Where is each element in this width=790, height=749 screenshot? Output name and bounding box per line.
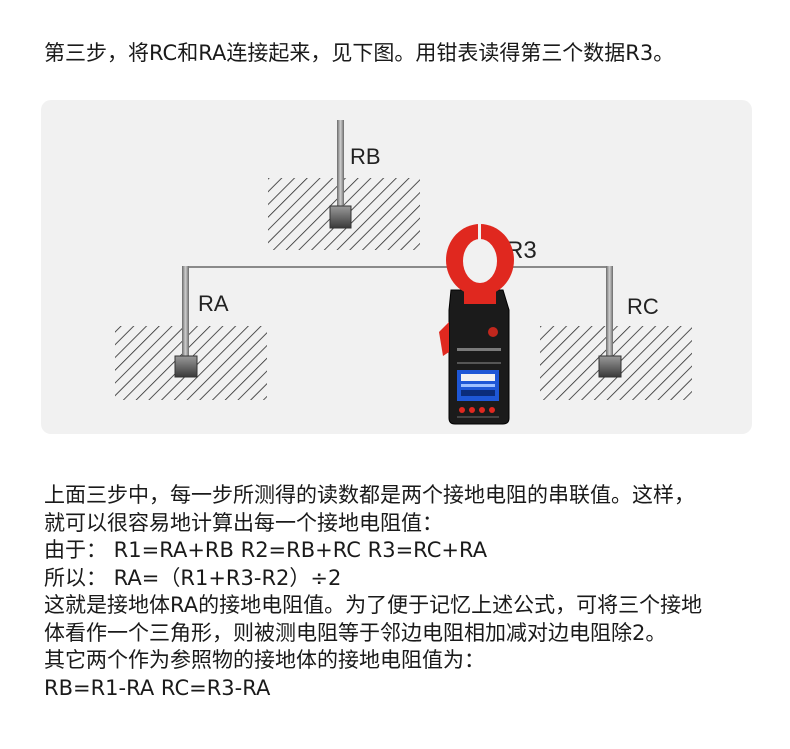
explanation-line: 这就是接地体RA的接地电阻值。为了便于记忆上述公式，可将三个接地 bbox=[44, 593, 703, 617]
explanation-line: RB=R1-RA RC=R3-RA bbox=[44, 675, 271, 700]
label-rc: RC bbox=[627, 294, 659, 319]
explanation-line: 其它两个作为参照物的接地体的接地电阻值为： bbox=[44, 648, 485, 672]
label-ra: RA bbox=[198, 291, 229, 316]
clamp-jaw bbox=[446, 224, 514, 304]
electrode-rc-rod bbox=[606, 266, 613, 358]
grounding-diagram: RB RA RC R3 bbox=[115, 120, 692, 425]
electrode-rc-plate bbox=[598, 355, 622, 378]
clamp-meter bbox=[439, 224, 514, 425]
explanation-line: 所以： RA=（R1+R3-R2）÷2 bbox=[44, 565, 342, 590]
explanation-line: 上面三步中，每一步所测得的读数都是两个接地电阻的串联值。这样， bbox=[44, 483, 695, 507]
electrode-ra-plate bbox=[174, 355, 198, 378]
explanation-line: 就可以很容易地计算出每一个接地电阻值： bbox=[44, 510, 443, 535]
electrode-rb-rod bbox=[337, 120, 344, 210]
electrode-rb-plate bbox=[329, 205, 352, 229]
step-heading: 第三步，将RC和RA连接起来，见下图。用钳表读得第三个数据R3。 bbox=[44, 41, 675, 65]
explanation-line: 体看作一个三角形，则被测电阻等于邻边电阻相加减对边电阻除2。 bbox=[44, 620, 667, 645]
label-rb: RB bbox=[350, 144, 381, 169]
explanation-text: 上面三步中，每一步所测得的读数都是两个接地电阻的串联值。这样， 就可以很容易地计… bbox=[44, 482, 764, 702]
diagram-panel: RB RA RC R3 bbox=[41, 100, 752, 434]
explanation-line: 由于： R1=RA+RB R2=RB+RC R3=RC+RA bbox=[44, 538, 488, 562]
hold-button bbox=[488, 327, 498, 337]
electrode-ra-rod bbox=[182, 266, 189, 358]
